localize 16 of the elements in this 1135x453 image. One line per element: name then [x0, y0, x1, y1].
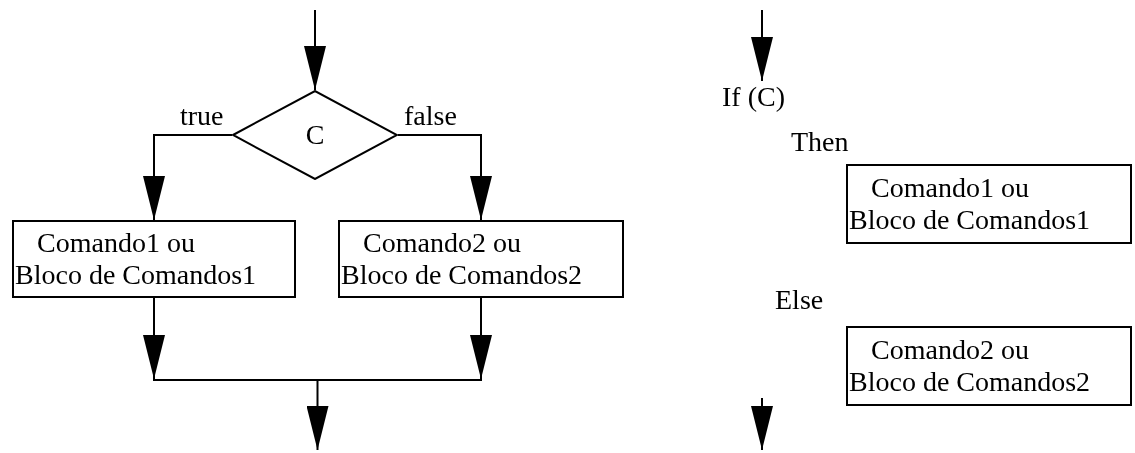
keyword-text: Then: [791, 126, 849, 158]
process-box: Comando1 ou Bloco de Comandos1: [846, 164, 1132, 244]
arrow: [143, 134, 233, 221]
merge-line: [153, 379, 482, 381]
arrow: [304, 9, 326, 91]
arrow: [143, 297, 165, 380]
arrow: [397, 134, 492, 221]
process-box: Comando2 ou Bloco de Comandos2: [338, 220, 624, 298]
arrow: [470, 297, 492, 380]
arrow: [751, 9, 773, 82]
arrow: [306, 380, 329, 451]
process-box: Comando2 ou Bloco de Comandos2: [846, 326, 1132, 406]
keyword-text: Else: [775, 284, 824, 316]
decision-diamond: C: [232, 90, 398, 180]
process-box: Comando1 ou Bloco de Comandos1: [12, 220, 296, 298]
keyword-text: If (C): [722, 81, 785, 113]
